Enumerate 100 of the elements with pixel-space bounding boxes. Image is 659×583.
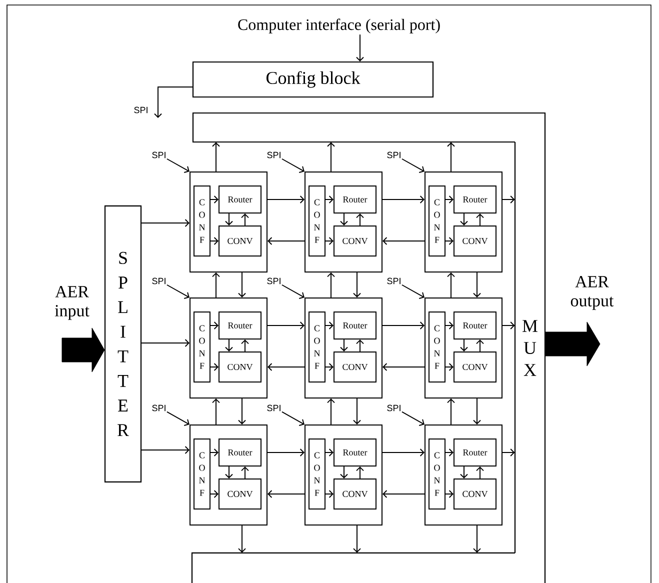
arrow [210, 196, 218, 204]
conv-box: CONV [334, 478, 376, 510]
spi-label: SPI [387, 404, 400, 412]
conf-box: CONF [308, 438, 326, 510]
conf-box: CONF [308, 311, 326, 382]
arrow [382, 362, 425, 371]
core-box [304, 424, 382, 526]
core-box [424, 298, 502, 398]
core-box [304, 172, 382, 272]
router-box: Router [218, 185, 262, 214]
interface-label: Computer interface (serial port) [238, 18, 440, 34]
arrow [445, 448, 454, 456]
arrow [281, 411, 304, 426]
arrow [356, 34, 364, 62]
spi-label: SPI [152, 404, 166, 412]
core-box [424, 172, 502, 272]
arrow [502, 196, 515, 204]
mux-block: MUX [514, 112, 546, 583]
arrow [141, 446, 190, 454]
bus-band [192, 112, 515, 143]
arrow [476, 466, 484, 479]
arrow [445, 236, 454, 245]
router-box: Router [334, 185, 376, 214]
arrow [401, 158, 424, 173]
arrow [210, 448, 218, 456]
arrow [327, 272, 335, 298]
conv-box: CONV [454, 351, 496, 382]
edge-label: AER output [570, 276, 614, 310]
arrow [382, 196, 424, 204]
arrow [353, 524, 361, 553]
edge-label: SPI [134, 106, 148, 114]
arrow [502, 322, 515, 330]
conv-box: CONV [218, 351, 262, 382]
arrow [382, 322, 424, 330]
arrow [267, 322, 304, 330]
conf-box: CONF [194, 185, 210, 256]
arrow [267, 196, 304, 204]
arrow [340, 338, 348, 352]
arrow [401, 411, 424, 426]
splitter-box: SPLITTER [104, 205, 142, 483]
arrow [166, 158, 190, 173]
arrow [141, 218, 190, 227]
arrow [401, 284, 424, 299]
conf-box: CONF [194, 311, 210, 382]
conv-box: CONV [218, 478, 262, 510]
arrow [241, 213, 249, 226]
arrow [325, 236, 334, 245]
arrow [502, 448, 515, 456]
arrow [268, 362, 305, 371]
spi-label: SPI [267, 152, 280, 158]
conf-box: CONF [428, 311, 446, 382]
spi-label: SPI [387, 152, 400, 158]
router-box: Router [218, 438, 262, 466]
arrow [473, 272, 481, 298]
arrow [460, 338, 468, 352]
arrow [325, 448, 334, 456]
block-arrow [62, 328, 105, 372]
arrow [356, 213, 364, 226]
spi-label: SPI [387, 278, 400, 284]
arrow [141, 338, 190, 347]
arrow [325, 490, 334, 498]
arrow [210, 236, 218, 245]
core-box [424, 424, 502, 526]
config-box: Config block [192, 61, 434, 98]
arrow [353, 272, 361, 298]
arrow [212, 272, 220, 298]
arrow [340, 466, 348, 478]
arrow [445, 322, 454, 330]
arrow [327, 398, 335, 425]
arrow [353, 398, 361, 424]
arrow [238, 272, 246, 298]
core-box [190, 424, 268, 526]
arrow [154, 86, 193, 118]
spi-label: SPI [267, 404, 280, 412]
arrow [225, 213, 233, 226]
arrow [445, 196, 454, 204]
arrow [241, 466, 249, 479]
arrow [473, 524, 481, 553]
arrow [460, 213, 468, 226]
conv-box: CONV [454, 225, 496, 256]
arrow [210, 322, 218, 330]
arrow [225, 466, 233, 478]
arrow [166, 284, 190, 299]
arrow [212, 398, 220, 425]
arrow [212, 142, 220, 172]
arrow [325, 322, 334, 330]
arrow [473, 398, 481, 424]
router-box: Router [218, 311, 262, 340]
arrow [241, 339, 249, 352]
router-box: Router [454, 438, 496, 466]
conf-box: CONF [428, 438, 446, 510]
block-arrow [544, 322, 600, 366]
arrow [356, 466, 364, 479]
router-box: Router [454, 311, 496, 340]
arrow [382, 236, 425, 245]
conv-box: CONV [334, 351, 376, 382]
router-box: Router [334, 438, 376, 466]
router-box: Router [334, 311, 376, 340]
arrow [166, 411, 190, 426]
arrow [340, 213, 348, 226]
